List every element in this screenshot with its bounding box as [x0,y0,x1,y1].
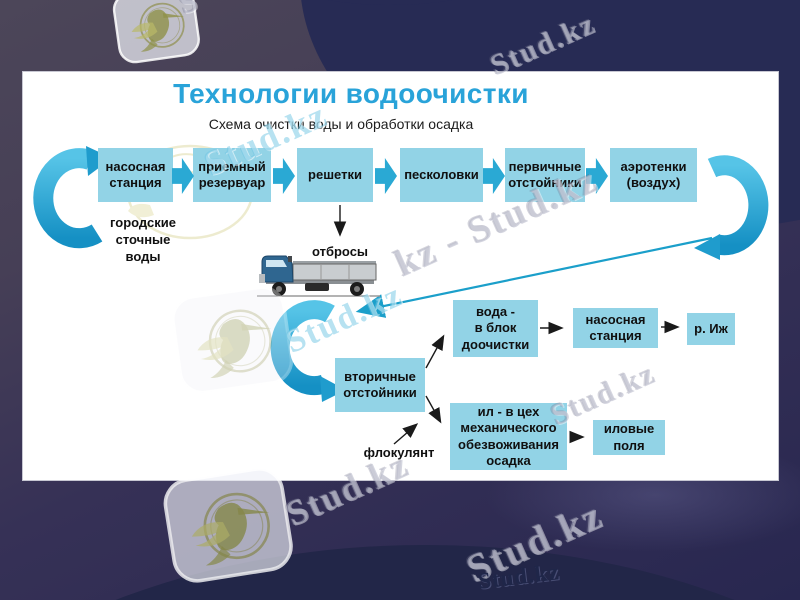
box-screens: решетки [297,148,373,202]
box-secondary-settlers: вторичные отстойники [335,358,425,412]
box-sand-traps: песколовки [400,148,483,202]
flow-arrow-settlers-sludge [425,395,442,424]
watermark-text: Stud.kz [545,356,662,433]
box-receiving-reservoir: приемный резервуар [193,148,271,202]
label-city-wastewater: городские сточные воды [110,215,176,264]
slide: Технологии водоочистки Схема очистки вод… [22,71,779,481]
watermark-text: kz - Stud.kz [388,158,605,286]
curve-arrow-right-icon [694,155,769,260]
flow-arrow-settlers-water [425,334,445,369]
watermark-text: Stud.kz [279,444,416,534]
return-flow-arrow [355,236,713,318]
box-sludge-dewatering: ил - в цех механического обезвоживания о… [450,403,567,470]
label-flocculant: флокулянт [363,445,435,460]
watermark-text: Stud.kz [197,94,334,184]
box-primary-settlers: первичные отстойники [505,148,585,202]
watermark-text: S [174,0,204,22]
slide-subtitle: Схема очистки воды и обработки осадка [208,116,474,132]
flow-arrow-flocculant [393,423,419,445]
background-circle-top [190,0,590,5]
diagram-layer: насосная станция приемный резервуар реше… [22,71,800,600]
watermark-text: Stud.kz [279,276,409,361]
box-pump-station-2: насосная станция [573,308,658,348]
label-waste: отбросы [311,244,369,259]
watermark-text: Stud.kz [459,491,609,592]
slide-title: Технологии водоочистки [173,78,529,109]
box-water-post-treatment: вода - в блок доочистки [453,300,538,357]
box-sludge-fields: иловые поля [593,420,665,455]
watermark-text: Stud.kz [476,559,561,594]
box-pump-station-1: насосная станция [98,148,173,202]
box-aeration-tanks: аэротенки (воздух) [610,148,697,202]
box-river: р. Иж [687,313,735,345]
watermark-text: Stud.kz [484,6,601,83]
truck-icon [257,255,380,297]
